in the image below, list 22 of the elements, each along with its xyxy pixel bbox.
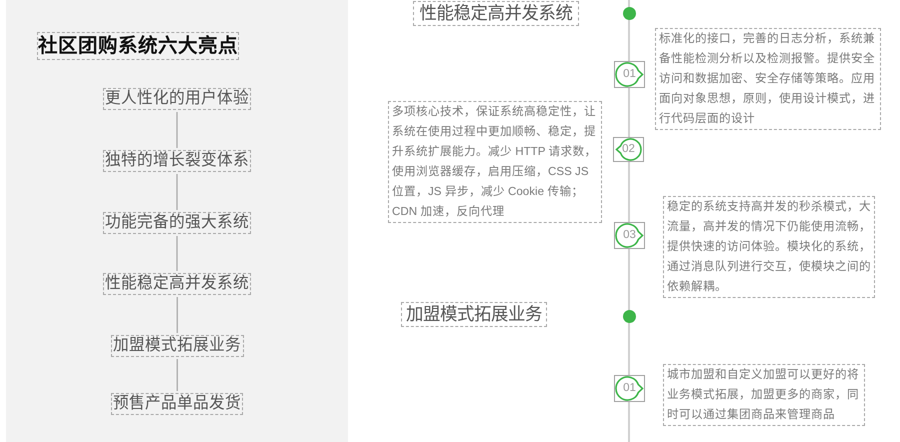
section-heading: 加盟模式拓展业务 [401,302,547,327]
connector-line [176,297,178,333]
highlight-box: 预售产品单品发货 [111,393,243,415]
highlight-box: 更人性化的用户体验 [103,88,251,110]
highlight-box: 功能完备的强大系统 [103,212,251,234]
text-box: 标准化的接口，完善的日志分析，系统兼备性能检测分析以及检测报警。提供安全访问和数据加密、安全存储等策略。应用面向对象思想，原则，使用设计模式，进行代码层面的设计 [655,28,881,130]
text-box: 城市加盟和自定义加盟可以更好的将业务模式拓展，加盟更多的商家，同时可以通过集团商品来管理商品 [663,364,865,426]
highlight-box: 性能稳定高并发系统 [103,273,251,295]
connector-line [176,359,178,391]
number-badge: 01 [614,375,645,402]
number-badge: 02 [613,137,644,162]
connector-line [176,112,178,148]
title: 社区团购系统六大亮点 [37,32,239,60]
highlight-box: 加盟模式拓展业务 [110,335,244,357]
highlight-box: 独特的增长裂变体系 [103,150,251,172]
text-box: 多项核心技术，保证系统高稳定性，让系统在使用过程中更加顺畅、稳定，提升系统扩展能力。减少 HTTP 请求数，使用浏览器缓存，启用压缩，CSS JS 位置，JS 异步，减少 Cookie 传输；CDN 加速，反向代理 [388,101,602,223]
section-heading: 性能稳定高并发系统 [413,1,579,26]
connector-line [176,236,178,271]
connector-line [176,174,178,210]
text-box: 稳定的系统支持高并发的秒杀模式，大流量，高并发的情况下仍能使用流畅，提供快速的访问体验。模块化的系统，通过消息队列进行交互，使模块之间的依赖解耦。 [663,196,875,298]
number-badge: 01 [614,61,645,88]
number-badge: 03 [614,222,645,249]
